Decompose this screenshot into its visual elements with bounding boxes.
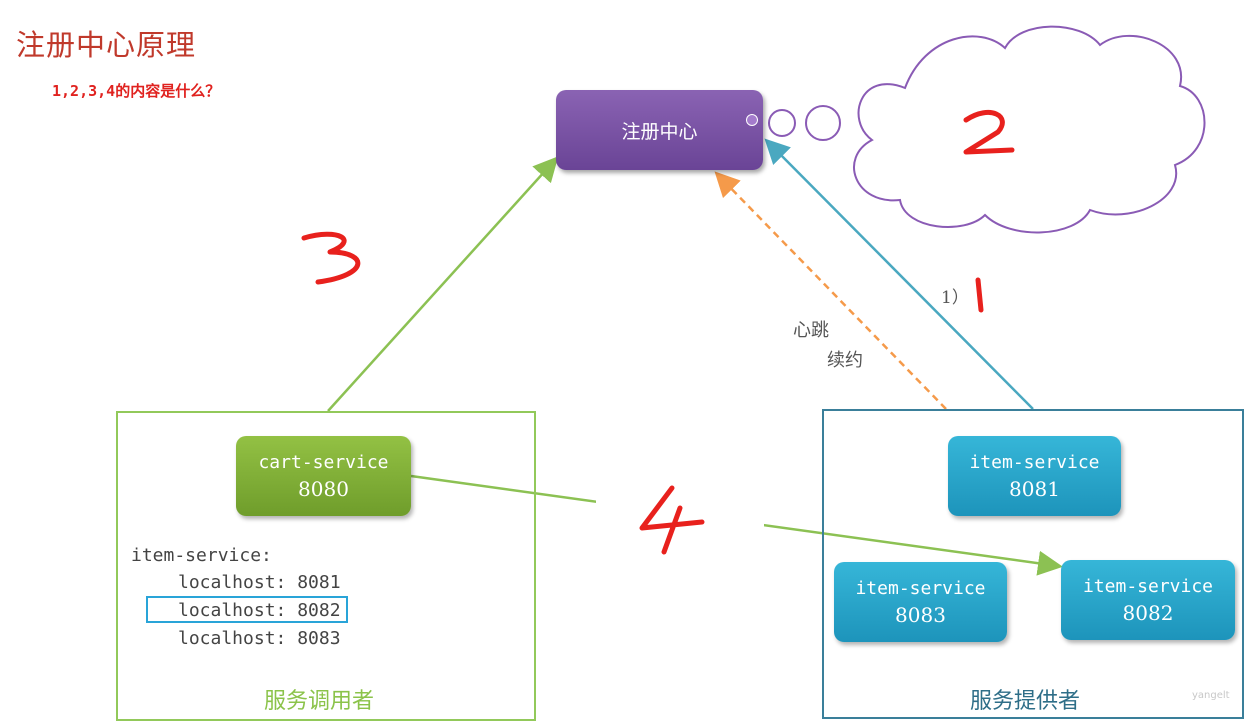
address-item-selected: localhost: 8082 bbox=[178, 600, 341, 621]
question-text: 1,2,3,4的内容是什么？ bbox=[52, 82, 221, 100]
address-item: localhost: 8083 bbox=[178, 628, 341, 649]
handwritten-2 bbox=[963, 109, 1015, 155]
service-port: 8083 bbox=[895, 603, 946, 627]
watermark: yangelt bbox=[1192, 690, 1230, 701]
service-name: item-service bbox=[969, 452, 1100, 473]
registry-center-node: 注册中心 bbox=[556, 90, 763, 170]
service-port: 8081 bbox=[1009, 477, 1060, 501]
thought-cloud bbox=[853, 25, 1206, 234]
handwritten-4 bbox=[639, 485, 705, 555]
service-port: 8080 bbox=[298, 477, 349, 501]
item-service-8083-node: item-service 8083 bbox=[834, 562, 1007, 642]
item-service-8082-node: item-service 8082 bbox=[1061, 560, 1235, 640]
register-step-label: 1） bbox=[941, 288, 969, 308]
discover-arrow bbox=[327, 156, 559, 412]
service-name: item-service bbox=[855, 578, 986, 599]
heartbeat-arrow bbox=[714, 171, 947, 410]
handwritten-1 bbox=[975, 277, 984, 313]
register-arrow bbox=[764, 138, 1034, 410]
address-list-header: item-service: bbox=[131, 545, 272, 566]
consumer-group-label: 服务调用者 bbox=[264, 689, 375, 714]
renewal-label: 续约 bbox=[827, 350, 863, 371]
provider-group-label: 服务提供者 bbox=[970, 689, 1081, 714]
selected-address-highlight bbox=[146, 596, 348, 623]
address-item: localhost: 8081 bbox=[178, 572, 341, 593]
thought-bubble-medium bbox=[805, 105, 841, 141]
service-name: item-service bbox=[1082, 576, 1214, 597]
thought-bubble-small bbox=[768, 109, 796, 137]
service-port: 8082 bbox=[1122, 601, 1174, 625]
page-title: 注册中心原理 bbox=[16, 28, 197, 62]
heartbeat-label: 心跳 bbox=[793, 320, 829, 341]
item-service-8081-node: item-service 8081 bbox=[948, 436, 1121, 516]
registry-connector-dot bbox=[746, 114, 758, 126]
handwritten-3 bbox=[301, 231, 361, 285]
service-name: cart-service bbox=[258, 452, 389, 473]
cart-service-node: cart-service 8080 bbox=[236, 436, 411, 516]
